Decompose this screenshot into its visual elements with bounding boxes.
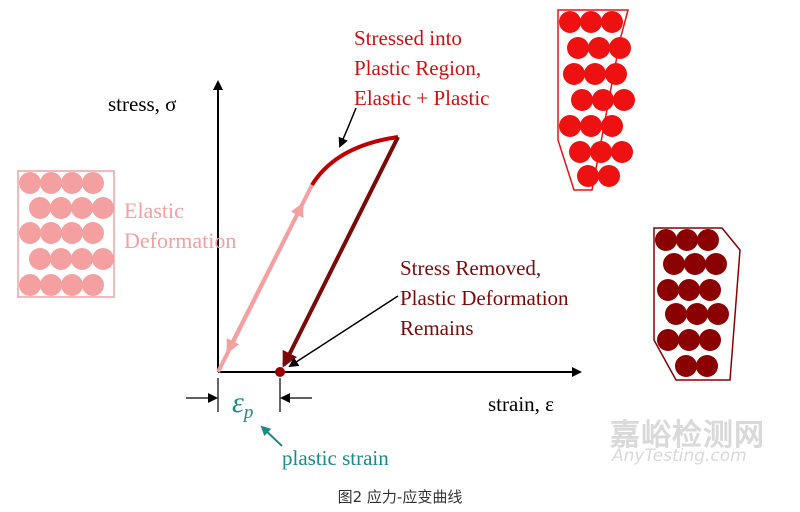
stress-axis-label: stress, σ: [108, 92, 177, 116]
removed-label-line2: Plastic Deformation: [400, 286, 569, 310]
stressed-pointer-arrow: [338, 107, 357, 148]
residual-strain-point: [275, 367, 285, 377]
plastic-curve: [310, 135, 399, 187]
epsilon-symbol: ε: [232, 386, 244, 419]
plastic-strain-arrow: [260, 425, 283, 447]
watermark-cn: 嘉峪检测网: [610, 418, 765, 453]
plastic-strain-label: plastic strain: [282, 446, 389, 470]
removed-label-line3: Remains: [400, 316, 474, 340]
elastic-label-line1: Elastic: [124, 198, 184, 223]
figure-caption: 图2 应力-应变曲线: [337, 488, 463, 506]
stressed-label-line1: Stressed into: [354, 26, 462, 50]
epsilon-p-label: εp: [232, 386, 254, 423]
elastic-label-line2: Deformation: [124, 228, 237, 253]
removed-pointer-arrow: [288, 295, 399, 368]
strain-axis-label: strain, ε: [488, 392, 554, 416]
removed-label-line1: Stress Removed,: [400, 256, 542, 280]
plastic-lattice-illustration: [557, 9, 635, 191]
elastic-lattice-illustration: [17, 170, 115, 298]
watermark-en: AnyTesting.com: [612, 446, 747, 466]
epsilon-subscript: p: [243, 402, 254, 423]
elastic-arrow-down: [226, 283, 264, 354]
stressed-label-line3: Elastic + Plastic: [354, 86, 490, 110]
unloading-line: [282, 136, 400, 368]
stressed-label-line2: Plastic Region,: [354, 56, 482, 80]
elastic-arrow-up: [256, 202, 304, 293]
residual-lattice-illustration: [653, 227, 741, 381]
